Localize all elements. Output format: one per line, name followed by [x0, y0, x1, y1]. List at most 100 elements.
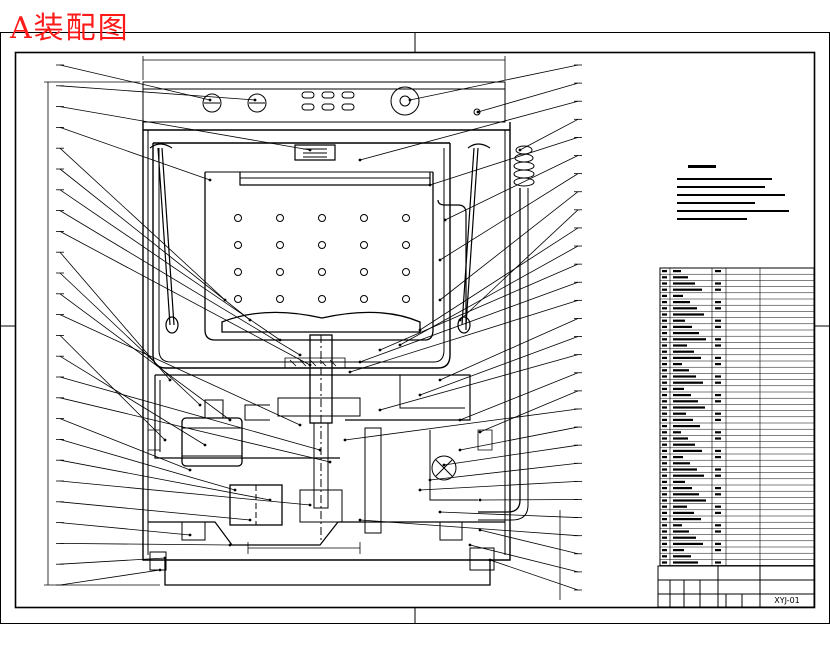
callout-leader	[56, 85, 257, 102]
dial-icon	[390, 86, 481, 116]
outer-tub	[152, 143, 451, 369]
callout-leader	[56, 568, 162, 586]
drum-hole	[276, 241, 284, 249]
callout-leader	[398, 245, 582, 347]
callout-leader	[56, 293, 232, 422]
callout-leader	[428, 462, 582, 482]
callout-leader	[378, 263, 582, 352]
callout-leader	[443, 155, 582, 222]
drum-hole	[360, 214, 368, 222]
callout-leader	[56, 272, 202, 407]
centering-marks	[0, 32, 830, 624]
washing-machine-section	[142, 81, 535, 586]
callout-leader	[476, 82, 582, 114]
drum-hole	[234, 268, 242, 276]
suspension-rods	[149, 143, 491, 334]
callout-leader	[442, 444, 582, 467]
callout-leader	[358, 100, 582, 162]
callout-leader	[56, 418, 192, 472]
callout-leader	[418, 336, 582, 397]
callout-leader	[438, 318, 582, 382]
pulsator	[221, 311, 421, 333]
drum-hole	[234, 241, 242, 249]
callout-leader	[348, 299, 582, 374]
callout-leader	[56, 334, 167, 442]
base-plate	[148, 521, 505, 546]
drum-hole	[402, 295, 410, 303]
callout-leader	[428, 137, 582, 187]
drum-hole	[402, 268, 410, 276]
callout-leader	[56, 522, 192, 537]
callout-leader	[418, 227, 582, 332]
callout-leader	[408, 64, 582, 102]
knob-icon	[202, 93, 267, 113]
drawing-title: A装配图	[10, 11, 130, 46]
callout-leader	[56, 251, 172, 382]
foot-icon	[149, 522, 495, 571]
callout-leader	[56, 543, 232, 547]
drum-hole	[318, 268, 326, 276]
drum-hole	[276, 268, 284, 276]
callout-leader	[358, 281, 582, 364]
cabinet-outline	[142, 122, 511, 561]
callout-leader	[56, 127, 212, 182]
drum-hole	[360, 241, 368, 249]
callout-leader	[458, 372, 582, 422]
callout-leader	[56, 355, 207, 447]
callout-leader	[56, 376, 322, 452]
callout-leader	[488, 558, 582, 591]
callout-leader	[358, 518, 582, 537]
parts-list-table	[659, 267, 815, 567]
drain-hose-corrugated-icon	[513, 145, 535, 187]
drum-perforations	[234, 214, 410, 303]
hatched-seals	[147, 357, 493, 451]
callout-leader	[468, 543, 582, 573]
drum-hole	[234, 295, 242, 303]
callout-leader	[56, 501, 252, 522]
callout-leader	[418, 480, 582, 492]
drum-hole	[360, 295, 368, 303]
drum-hole	[276, 295, 284, 303]
drum-hole	[318, 241, 326, 249]
callout-leader	[518, 118, 582, 152]
callout-leader	[56, 459, 272, 502]
callout-leader	[438, 173, 582, 262]
drawing-number: XYJ-01	[774, 596, 800, 605]
callout-leader	[458, 426, 582, 452]
callout-leader	[56, 210, 302, 357]
callout-leader	[56, 230, 312, 367]
callout-leader	[478, 498, 582, 502]
callout-leader	[56, 480, 312, 507]
callout-leader	[438, 510, 582, 518]
callout-leader	[56, 438, 237, 492]
callout-leader	[56, 189, 282, 342]
base-frame	[154, 374, 471, 459]
callout-leader	[458, 209, 582, 322]
callout-leader	[56, 147, 227, 302]
technical-notes	[677, 165, 789, 220]
callout-leaders	[56, 64, 582, 591]
inner-drum	[204, 172, 434, 341]
drum-hole	[234, 214, 242, 222]
drain-valve-icon	[429, 430, 478, 501]
callout-leader	[438, 191, 582, 302]
callout-leader	[343, 408, 582, 442]
callout-leader	[56, 106, 312, 152]
callout-leader	[478, 528, 582, 555]
callout-leader	[378, 354, 582, 412]
drum-hole	[276, 214, 284, 222]
title-block: XYJ-01	[657, 565, 815, 608]
callout-leader	[56, 397, 332, 464]
callout-leader	[478, 390, 582, 434]
lid-handle	[294, 144, 336, 161]
drum-hole	[318, 295, 326, 303]
drum-hole	[318, 214, 326, 222]
drum-hole	[402, 241, 410, 249]
drum-hole	[402, 214, 410, 222]
callout-leader	[56, 556, 167, 565]
callout-leader	[56, 64, 212, 102]
control-panel	[142, 81, 506, 123]
drain-hose	[478, 188, 521, 513]
